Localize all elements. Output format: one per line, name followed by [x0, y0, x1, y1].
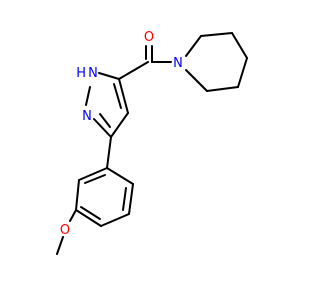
bond-c4-c5 [118, 78, 129, 114]
bond-c5-n1 [98, 72, 120, 80]
bond-c4-c5-inner [113, 83, 122, 109]
bond-ph-6 [78, 167, 108, 181]
atom-pyrazole-n1: N [88, 66, 98, 81]
bond-c3-c4 [110, 112, 129, 138]
atom-carbonyl-oxygen: O [144, 30, 154, 45]
bond-pip-2 [200, 32, 233, 37]
bond-ph-2 [128, 183, 134, 215]
bond-omethoxy-ch3 [56, 236, 64, 255]
bond-carbonyl-c5 [118, 61, 149, 80]
atom-piperidine-nitrogen: N [173, 56, 183, 71]
bond-n2-c3 [93, 118, 112, 138]
bond-pip-4 [237, 57, 248, 88]
bond-ph-5 [75, 179, 80, 211]
molecule-canvas: O N H N N O [56, 30, 248, 255]
bond-pip-3 [231, 32, 248, 59]
bond-ph-4-inner [80, 206, 101, 220]
molecule-structure: O N H N N O [56, 30, 248, 255]
bond-ph-4 [75, 209, 102, 227]
bond-pip-6 [185, 69, 208, 92]
bond-pip-5 [206, 86, 239, 92]
atom-pyrazole-nh-h: H [76, 66, 86, 81]
bond-pip-1 [185, 35, 202, 57]
bond-ph-3 [100, 213, 130, 227]
bond-ph-omethoxy [69, 209, 77, 222]
bond-n2-c3-inner [99, 113, 111, 128]
atom-methoxy-oxygen: O [60, 223, 70, 238]
bond-n1-n2 [85, 86, 91, 106]
atom-pyrazole-n2: N [82, 109, 92, 124]
bond-ph-2-inner [122, 187, 127, 211]
bonds [56, 32, 248, 255]
bond-ph-6-inner [84, 174, 106, 184]
bond-ph-1 [106, 167, 134, 185]
bond-c3-phenyl [106, 136, 112, 169]
